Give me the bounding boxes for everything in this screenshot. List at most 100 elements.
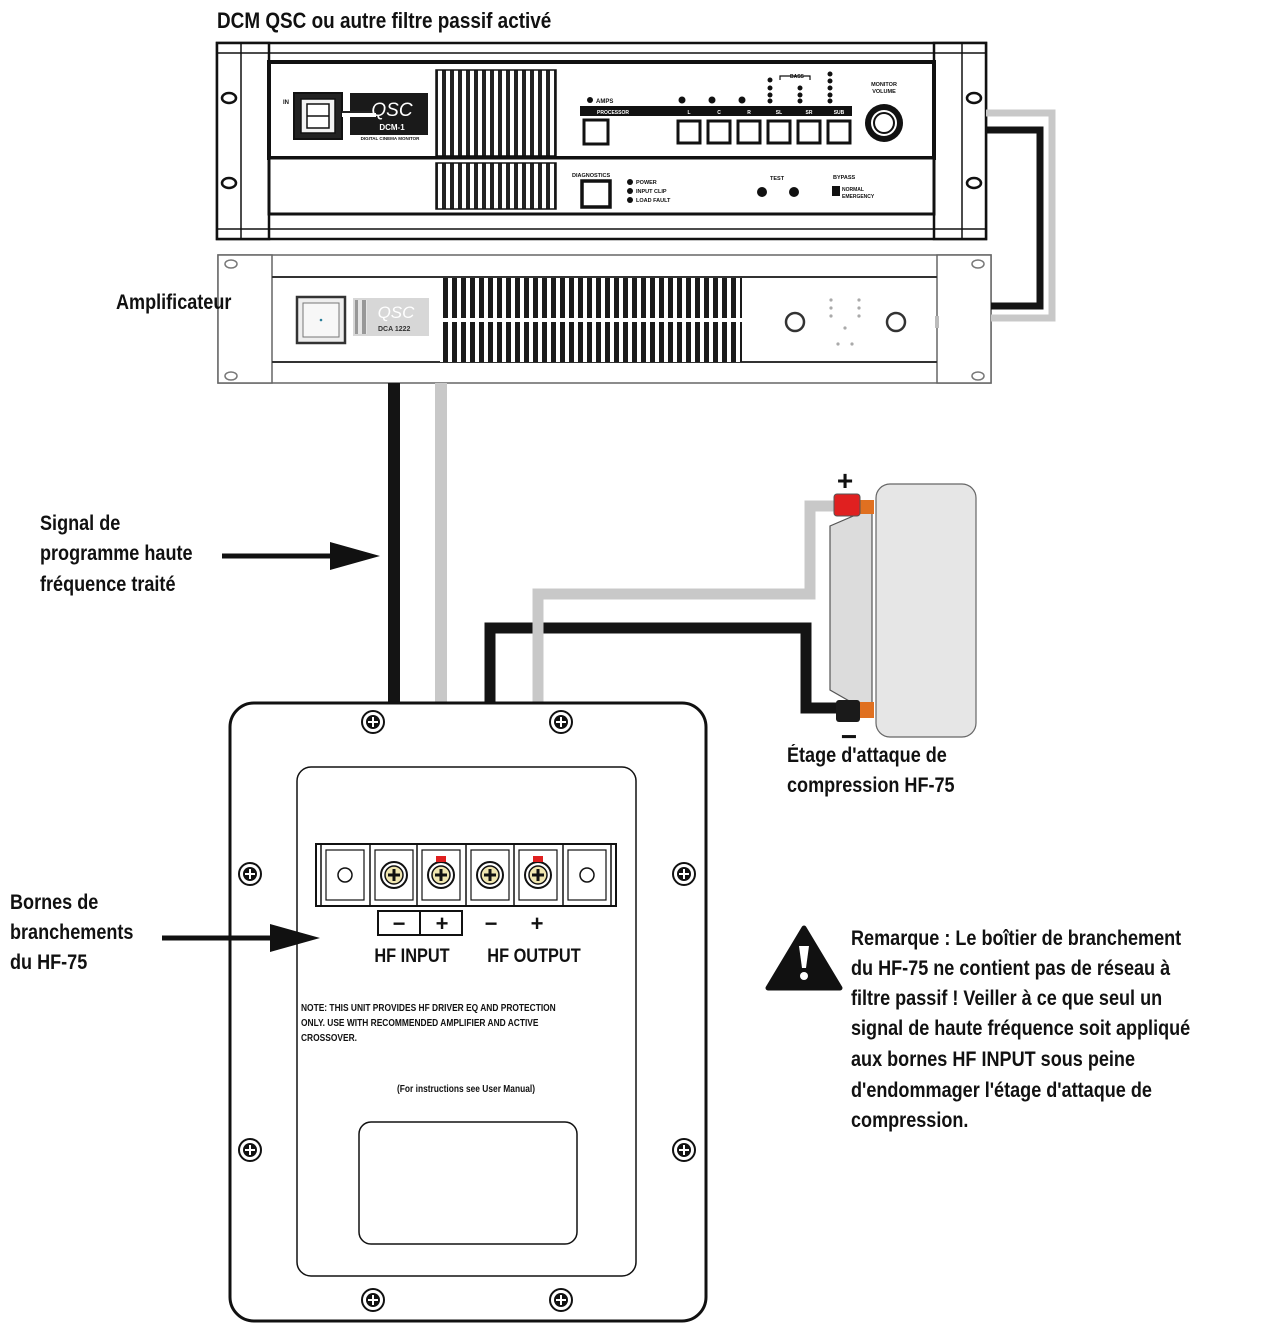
terminal-screw-icon bbox=[380, 861, 408, 889]
note-line-7: compression. bbox=[851, 1109, 969, 1132]
screw-icon bbox=[238, 1138, 262, 1162]
dcm-amps-label: AMPS bbox=[596, 99, 613, 105]
screw-icon bbox=[549, 1288, 573, 1312]
dcm-vent-upper bbox=[435, 69, 557, 157]
panel-note-line1: NOTE: THIS UNIT PROVIDES HF DRIVER EQ AN… bbox=[301, 1002, 556, 1014]
dcm-bass-leds: BASS bbox=[767, 71, 833, 104]
screw-icon bbox=[672, 862, 696, 886]
hf75-connection-box: − + − + HF INPUT HF OUTPUT NOTE: THIS UN… bbox=[228, 701, 708, 1323]
dcm-channel-buttons bbox=[676, 119, 852, 145]
channel-label: SL bbox=[776, 110, 782, 116]
amp-model: DCA 1222 bbox=[378, 326, 411, 333]
dcm-processor-section: AMPS PROCESSOR L C R SL SR SUB BASS MONITOR V… bbox=[580, 71, 903, 146]
status-led bbox=[627, 179, 633, 185]
driver-body bbox=[875, 483, 977, 738]
driver-horn bbox=[829, 507, 873, 716]
screw-icon bbox=[672, 1138, 696, 1162]
dcm-status-leds: POWER INPUT CLIP LOAD FAULT bbox=[627, 179, 671, 204]
amp-brand: QSC bbox=[378, 303, 416, 322]
channel-button bbox=[826, 119, 852, 145]
dcm-processor-label: PROCESSOR bbox=[597, 110, 629, 116]
status-label: INPUT CLIP bbox=[636, 189, 667, 195]
wire-tip bbox=[533, 856, 543, 862]
amp-status-leds bbox=[829, 298, 861, 346]
terminal-strip bbox=[315, 843, 617, 907]
black-cable-dcm-amp bbox=[986, 126, 1044, 310]
label-signal-1: Signal de bbox=[40, 512, 121, 535]
screw-icon bbox=[549, 710, 573, 734]
channel-label: SUB bbox=[834, 110, 845, 116]
channel-button bbox=[706, 119, 732, 145]
rack-hole bbox=[971, 259, 985, 269]
output-minus: − bbox=[485, 911, 498, 936]
hf-input-label: HF INPUT bbox=[374, 945, 449, 966]
arrows bbox=[162, 542, 380, 952]
amp-gain-knob bbox=[885, 311, 907, 333]
gray-cable-dcm-amp bbox=[986, 109, 1056, 322]
dcm-rack-unit: IN QSC DCM-1 DIGITAL CINEMA MONITOR AMPS… bbox=[215, 41, 988, 241]
panel-instructions: (For instructions see User Manual) bbox=[397, 1083, 535, 1095]
dcm-left-ear bbox=[215, 41, 271, 241]
channel-button bbox=[736, 119, 762, 145]
label-driver-1: Étage d'attaque de bbox=[787, 744, 947, 767]
gray-cable-hf-output-plus bbox=[532, 500, 838, 862]
output-plus: + bbox=[531, 911, 544, 936]
channel-button bbox=[676, 119, 702, 145]
channel-label: C bbox=[717, 110, 721, 116]
dcm-power-switch: IN bbox=[283, 92, 343, 140]
test-button bbox=[789, 187, 799, 197]
hf-output-label: HF OUTPUT bbox=[487, 945, 581, 966]
channel-label: L bbox=[687, 110, 690, 116]
dcm-subtitle: DIGITAL CINEMA MONITOR bbox=[361, 136, 421, 141]
driver-minus-sign: − bbox=[841, 721, 857, 752]
label-terminals-2: branchements bbox=[10, 921, 134, 944]
note-line-6: d'endommager l'étage d'attaque de bbox=[851, 1079, 1152, 1102]
label-signal-2: programme haute bbox=[40, 542, 193, 565]
note-line-2: du HF-75 ne contient pas de réseau à bbox=[851, 957, 1171, 980]
channel-button bbox=[766, 119, 792, 145]
hf75-compression-driver: + − bbox=[829, 465, 977, 752]
dcm-power-label: IN bbox=[283, 100, 289, 106]
input-plus: + bbox=[436, 911, 449, 936]
dcm-processor-button bbox=[582, 118, 610, 146]
dcm-monitor-label-2: VOLUME bbox=[872, 89, 896, 95]
signal-arrow bbox=[222, 542, 380, 570]
dcm-brand: QSC bbox=[371, 100, 412, 121]
dcm-test-label: TEST bbox=[770, 176, 785, 182]
label-signal-3: fréquence traité bbox=[40, 573, 176, 596]
wire-tip bbox=[436, 856, 446, 862]
dcm-bypass-label: BYPASS bbox=[833, 175, 856, 181]
status-led bbox=[627, 188, 633, 194]
screw-icon bbox=[361, 710, 385, 734]
driver-plus-sign: + bbox=[837, 465, 853, 496]
panel-note-line2: ONLY. USE WITH RECOMMENDED AMPLIFIER AND… bbox=[301, 1017, 538, 1029]
terminal-screw-icon bbox=[524, 861, 552, 889]
blank-terminal bbox=[579, 867, 595, 883]
dcm-vent-lower bbox=[435, 162, 557, 210]
status-led bbox=[627, 197, 633, 203]
amp-power-switch bbox=[295, 295, 347, 345]
status-label: POWER bbox=[636, 180, 657, 186]
dcm-bass-label: BASS bbox=[790, 74, 805, 80]
dcm-bypass-emergency: EMERGENCY bbox=[842, 194, 875, 200]
rack-hole bbox=[220, 91, 238, 105]
rack-hole bbox=[965, 176, 983, 190]
dcm-diagnostics-button bbox=[580, 179, 612, 209]
label-terminals-3: du HF-75 bbox=[10, 951, 88, 974]
rack-hole bbox=[224, 371, 238, 381]
note-line-3: filtre passif ! Veiller à ce que seul un bbox=[851, 987, 1163, 1010]
dcm-monitor-label-1: MONITOR bbox=[871, 82, 897, 88]
dcm-model: DCM-1 bbox=[379, 123, 405, 132]
driver-plus-terminal bbox=[833, 493, 861, 517]
channel-label: SR bbox=[806, 110, 813, 116]
status-label: LOAD FAULT bbox=[636, 198, 671, 204]
channel-label: R bbox=[747, 110, 751, 116]
label-driver-2: compression HF-75 bbox=[787, 774, 955, 797]
dcm-logo: QSC DCM-1 DIGITAL CINEMA MONITOR bbox=[342, 93, 428, 141]
dcm-monitor-volume: MONITOR VOLUME bbox=[865, 82, 903, 142]
dcm-channel-labels: L C R SL SR SUB bbox=[687, 110, 844, 116]
blank-terminal bbox=[337, 867, 353, 883]
